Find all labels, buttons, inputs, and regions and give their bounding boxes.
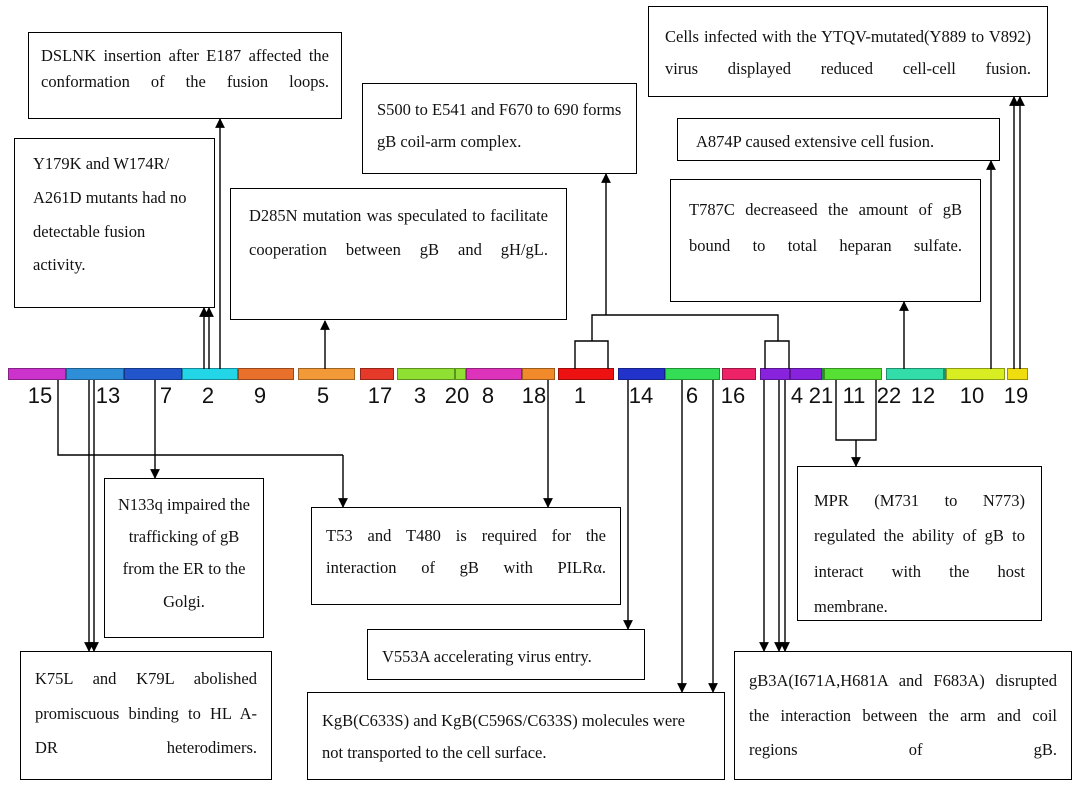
domain-segment	[558, 368, 614, 380]
domain-segment-label: 11	[842, 383, 866, 408]
annotation-t53: T53 and T480 is required for the interac…	[311, 507, 621, 605]
domain-segment	[618, 368, 665, 380]
domain-segment-label: 2	[201, 383, 215, 408]
domain-segment-label: 4	[790, 383, 804, 408]
domain-segment	[8, 368, 66, 380]
domain-segment-label: 21	[808, 383, 834, 408]
annotation-ytqv: Cells infected with the YTQV-mutated(Y88…	[648, 6, 1048, 97]
domain-segment-label: 3	[413, 383, 427, 408]
domain-segment	[824, 368, 882, 380]
domain-segment	[822, 368, 824, 380]
domain-segment-label: 1	[573, 383, 587, 408]
domain-segment-label: 16	[720, 383, 746, 408]
domain-segment-label: 10	[959, 383, 985, 408]
domain-segment	[66, 368, 124, 380]
annotation-t787c: T787C decreaseed the amount of gB bound …	[670, 179, 981, 302]
domain-segment-label: 19	[1003, 383, 1029, 408]
annotation-gb3a: gB3A(I671A,H681A and F683A) disrupted th…	[734, 651, 1072, 780]
domain-segment-label: 18	[521, 383, 547, 408]
annotation-dslnk: DSLNK insertion after E187 affected the …	[28, 32, 342, 119]
domain-segment-label: 12	[910, 383, 936, 408]
annotation-s500: S500 to E541 and F670 to 690 forms gB co…	[362, 83, 637, 174]
annotation-k75l: K75L and K79L abolished promiscuous bind…	[20, 651, 272, 780]
domain-segment	[665, 368, 720, 380]
domain-segment-label: 15	[27, 383, 53, 408]
domain-segment-label: 6	[685, 383, 699, 408]
annotation-d285n: D285N mutation was speculated to facilit…	[230, 188, 567, 320]
domain-segment	[124, 368, 182, 380]
domain-segment-label: 7	[159, 383, 173, 408]
annotation-mpr: MPR (M731 to N773) regulated the ability…	[797, 466, 1042, 621]
domain-segment	[886, 368, 944, 380]
domain-segment-label: 14	[628, 383, 654, 408]
domain-segment	[946, 368, 1005, 380]
domain-segment	[298, 368, 355, 380]
domain-segment	[944, 368, 946, 380]
domain-segment	[238, 368, 294, 380]
domain-segment	[760, 368, 790, 380]
domain-segment	[1007, 368, 1028, 380]
domain-segment-label: 9	[253, 383, 267, 408]
domain-segment	[397, 368, 455, 380]
domain-segment-label: 5	[316, 383, 330, 408]
domain-segment	[455, 368, 466, 380]
domain-segment-label: 22	[876, 383, 902, 408]
annotation-n133q: N133q impaired the trafficking of gB fro…	[104, 478, 264, 638]
annotation-kgb: KgB(C633S) and KgB(C596S/C633S) molecule…	[307, 692, 725, 780]
annotation-y179k: Y179K and W174R/ A261D mutants had no de…	[14, 138, 215, 308]
domain-segment-label: 13	[95, 383, 121, 408]
domain-segment	[522, 368, 555, 380]
domain-segment	[182, 368, 238, 380]
domain-segment	[360, 368, 394, 380]
domain-segment	[466, 368, 522, 380]
domain-segment	[722, 368, 756, 380]
domain-segment-label: 8	[481, 383, 495, 408]
domain-segment	[790, 368, 822, 380]
annotation-v553a: V553A accelerating virus entry.	[367, 629, 645, 680]
annotation-a874p: A874P caused extensive cell fusion.	[677, 118, 1000, 161]
domain-segment-label: 20	[444, 383, 470, 408]
domain-segment-label: 17	[367, 383, 393, 408]
